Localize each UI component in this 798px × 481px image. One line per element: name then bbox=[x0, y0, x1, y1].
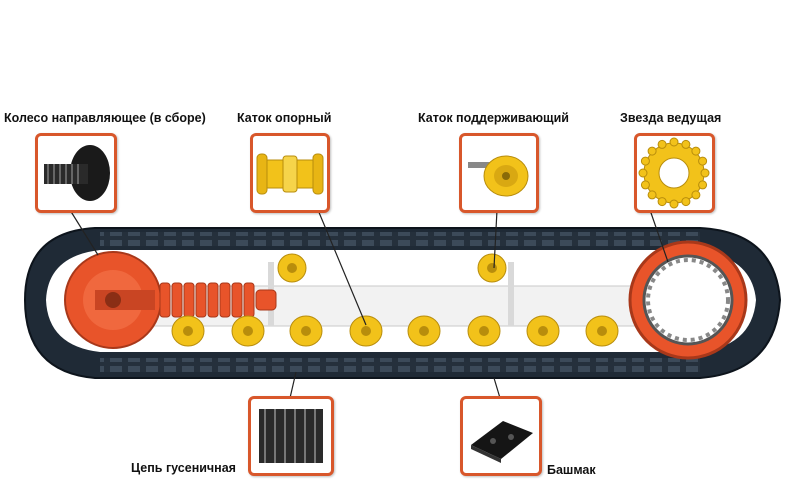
shoe-label: Башмак bbox=[547, 463, 596, 477]
track-roller bbox=[407, 315, 441, 347]
track-roller bbox=[467, 315, 501, 347]
carrier-roller-icon bbox=[468, 155, 529, 197]
track-tread-bottom bbox=[100, 358, 700, 372]
track-shoe-icon bbox=[471, 421, 533, 463]
idler-label: Колесо направляющее (в сборе) bbox=[4, 111, 206, 125]
drive-sprocket bbox=[628, 240, 748, 360]
track-chain-label: Цепь гусеничная bbox=[131, 461, 236, 475]
carrier-roller bbox=[477, 253, 507, 283]
sprocket-thumbnail bbox=[634, 133, 715, 213]
front-idler-wheel bbox=[64, 251, 162, 349]
leader-lines bbox=[69, 209, 669, 399]
track-roller bbox=[526, 315, 560, 347]
carrier-roller-label: Каток поддерживающий bbox=[418, 111, 569, 125]
track-roller-icon bbox=[256, 153, 324, 195]
track-chain-icon bbox=[259, 409, 323, 463]
carrier-roller bbox=[277, 253, 307, 283]
sprocket-label: Звезда ведущая bbox=[620, 111, 722, 125]
track-tread-top bbox=[100, 232, 700, 246]
track-roller bbox=[171, 315, 205, 347]
carrier-roller-thumbnail bbox=[459, 133, 539, 213]
track-roller bbox=[231, 315, 265, 347]
sprocket-icon bbox=[638, 137, 710, 209]
track-roller-thumbnail bbox=[250, 133, 330, 213]
track-roller bbox=[349, 315, 383, 347]
recoil-spring bbox=[159, 282, 277, 318]
idler-assembly-thumbnail bbox=[35, 133, 117, 213]
track-shoe-thumbnail bbox=[460, 396, 542, 476]
track-chain-thumbnail bbox=[248, 396, 334, 476]
idler-assembly-icon bbox=[44, 145, 110, 201]
track-roller-label: Каток опорный bbox=[237, 111, 332, 125]
track-rollers bbox=[171, 315, 619, 347]
track-roller bbox=[585, 315, 619, 347]
track-roller bbox=[289, 315, 323, 347]
